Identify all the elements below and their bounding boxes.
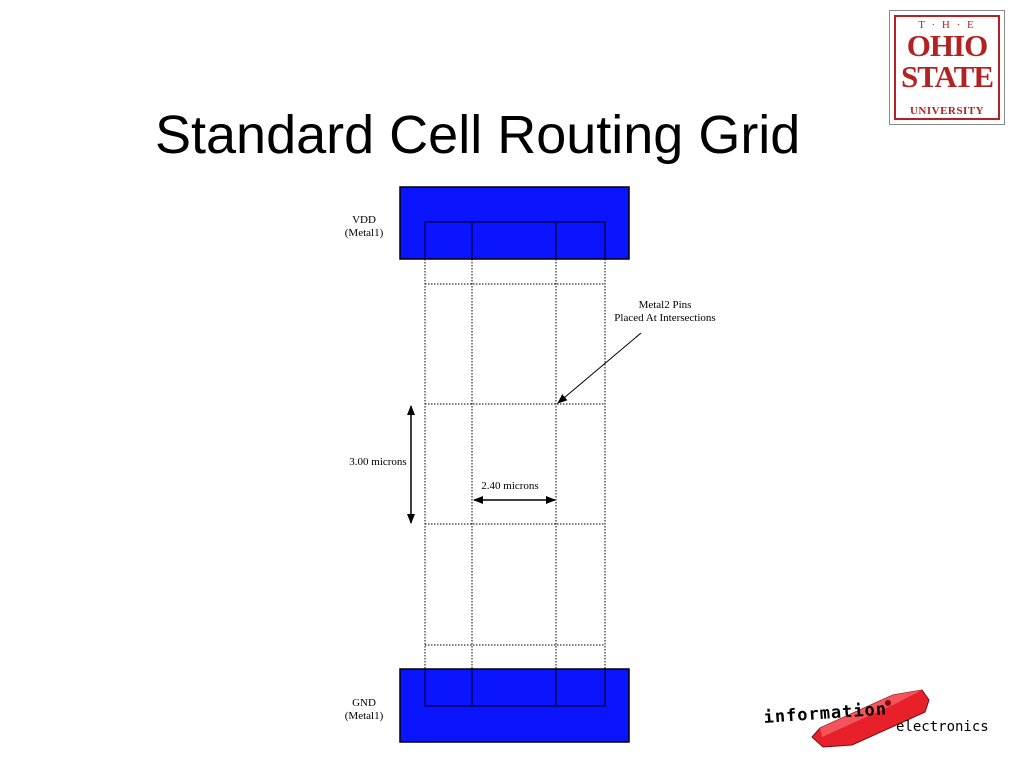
vdd-label: VDD bbox=[352, 214, 376, 226]
grid-over-vdd bbox=[424, 221, 606, 260]
osu-logo-state: STATE bbox=[900, 59, 994, 94]
osu-logo-the: T · H · E bbox=[918, 19, 976, 31]
pins-label-line1: Metal2 Pins bbox=[638, 299, 692, 311]
information-electronics-logo-graphic bbox=[811, 689, 930, 748]
routing-grid bbox=[424, 259, 606, 669]
pin-pointer-arrow bbox=[557, 332, 642, 404]
ohio-state-logo: T · H · E OHIO STATE UNIVERSITY bbox=[889, 10, 1005, 125]
horizontal-dimension-label: 2.40 microns bbox=[481, 480, 539, 492]
logo-word-electronics: electronics bbox=[896, 719, 989, 735]
gnd-label: GND bbox=[352, 697, 376, 709]
slide-title: Standard Cell Routing Grid bbox=[155, 105, 801, 165]
vdd-layer-label: (Metal1) bbox=[344, 227, 384, 239]
grid-over-gnd bbox=[424, 668, 606, 707]
vertical-dimension-label: 3.00 microns bbox=[349, 456, 407, 468]
pins-label-line2: Placed At Intersections bbox=[614, 312, 716, 324]
osu-logo-ohio: OHIO bbox=[906, 28, 988, 63]
osu-logo-university: UNIVERSITY bbox=[909, 105, 985, 117]
gnd-layer-label: (Metal1) bbox=[344, 710, 384, 722]
vdd-rail bbox=[399, 186, 630, 260]
